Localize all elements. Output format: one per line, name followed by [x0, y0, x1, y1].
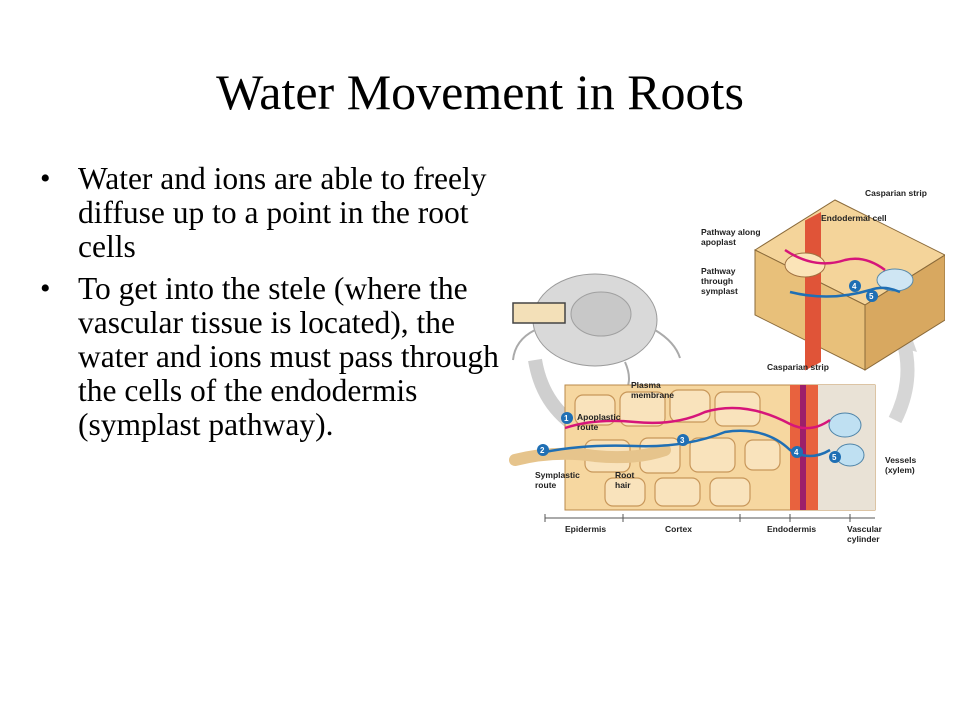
label-vascular-cylinder: cylinder [847, 534, 880, 544]
cell-block-3d: 4 5 [753, 199, 945, 371]
root-water-pathway-diagram: 4 5 [509, 188, 945, 544]
label-plasma-membrane: Plasma [631, 380, 661, 390]
region-brackets [544, 514, 875, 522]
xylem-vessel [828, 412, 862, 438]
label-symplastic-route: route [535, 480, 557, 490]
root-hair [509, 444, 671, 466]
label-cortex: Cortex [665, 524, 692, 534]
bullet-text: Water and ions are able to freely diffus… [78, 161, 487, 264]
label-apoplastic-route: route [577, 422, 599, 432]
label-plasma-membrane: membrane [631, 390, 674, 400]
apoplastic-path [564, 406, 831, 430]
tissue-section: 1 2 3 4 5 [509, 384, 876, 511]
label-endodermis: Endodermis [767, 524, 816, 534]
label-casparian-strip-top: Casparian strip [865, 188, 927, 198]
label-vascular-cylinder: Vascular [847, 524, 883, 534]
step-5-label: 5 [869, 292, 874, 301]
label-casparian-strip-mid: Casparian strip [767, 362, 829, 372]
label-pathway-symplast: Pathway [701, 266, 736, 276]
slide-title: Water Movement in Roots [216, 64, 744, 120]
bullet-text: To get into the stele (where the vascula… [78, 271, 499, 442]
arrow-up-icon [888, 337, 915, 424]
step-1-label: 1 [564, 414, 569, 423]
label-symplastic-route: Symplastic [535, 470, 580, 480]
bullet-list: • Water and ions are able to freely diffu… [40, 162, 510, 450]
label-apoplastic-route: Apoplastic [577, 412, 621, 422]
step-5-label: 5 [832, 453, 837, 462]
label-endodermal-cell: Endodermal cell [821, 213, 887, 223]
step-4-label: 4 [794, 448, 799, 457]
label-vessels: Vessels [885, 455, 916, 465]
bullet-icon: • [40, 162, 51, 195]
root-cross-section [512, 273, 681, 393]
label-epidermis: Epidermis [565, 524, 606, 534]
label-root-hair: Root [615, 470, 635, 480]
bullet-item: • Water and ions are able to freely diffu… [40, 162, 510, 264]
label-pathway-symplast: symplast [701, 286, 738, 296]
label-root-hair: hair [615, 480, 631, 490]
label-pathway-symplast: through [701, 276, 733, 286]
label-vessels: (xylem) [885, 465, 915, 475]
step-4-label: 4 [852, 282, 857, 291]
step-3-label: 3 [680, 436, 685, 445]
label-pathway-apoplast: apoplast [701, 237, 736, 247]
bullet-icon: • [40, 272, 51, 305]
label-pathway-apoplast: Pathway along [701, 227, 761, 237]
bullet-item: • To get into the stele (where the vascul… [40, 272, 510, 442]
step-2-label: 2 [540, 446, 545, 455]
